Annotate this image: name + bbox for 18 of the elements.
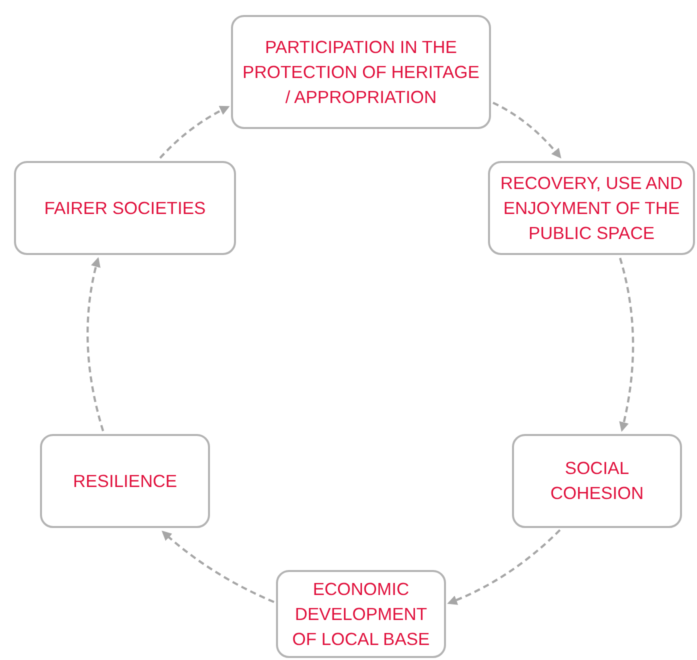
- process-box: [488, 161, 695, 255]
- box-label: FAIRER SOCIETIES: [44, 196, 206, 220]
- box-label: SOCIAL COHESION: [549, 457, 645, 505]
- process-box: [231, 15, 491, 129]
- box-label: ECONOMIC DEVELOPMENT OF LOCAL BASE: [291, 578, 431, 650]
- process-box: [40, 434, 210, 528]
- arrow: [492, 102, 562, 159]
- box-label: RESILIENCE: [72, 470, 178, 492]
- arrow: [162, 530, 274, 604]
- arrow: [447, 529, 561, 605]
- box-label: RECOVERY, USE AND ENJOYMENT OF THE PUBLIC SPACE: [499, 172, 684, 244]
- arrow: [618, 258, 634, 432]
- process-box: [276, 570, 446, 658]
- process-box: [14, 161, 236, 255]
- arrow: [86, 257, 104, 432]
- process-box: [512, 434, 682, 528]
- box-label: PARTICIPATION IN THE PROTECTION OF HERITAGE / APPROPRIATION: [242, 36, 480, 108]
- arrow: [159, 106, 230, 159]
